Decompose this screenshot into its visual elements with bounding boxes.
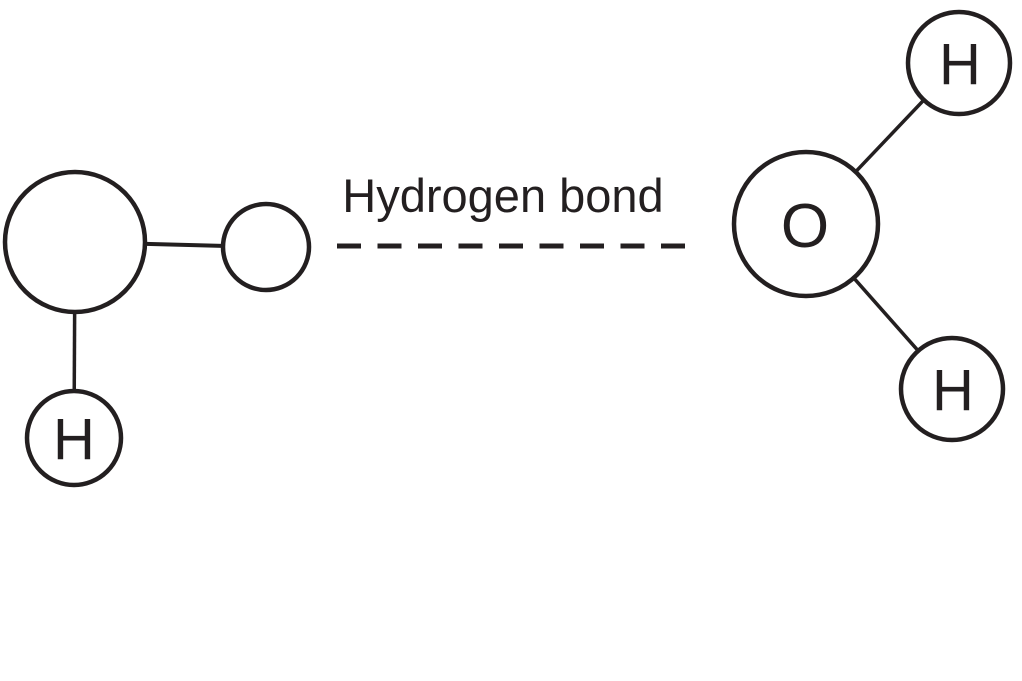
right-hydrogen-bottom-label: H — [932, 358, 974, 423]
left-hydrogen-right-atom-circle — [220, 201, 312, 293]
right-hydrogen-top-atom-circle — [905, 9, 1013, 117]
right-hydrogen-top-label: H — [939, 32, 981, 97]
hydrogen-bond-title: Hydrogen bond — [342, 169, 663, 222]
right-oxygen-label: O — [781, 192, 829, 261]
left-hydrogen-bottom-atom-circle — [24, 388, 124, 488]
left-oxygen-atom-circle — [2, 169, 148, 315]
right-oxygen-atom-circle — [731, 149, 881, 299]
left-hydrogen-bottom-label: H — [53, 407, 95, 472]
right-hydrogen-bottom-atom-circle — [898, 335, 1006, 443]
